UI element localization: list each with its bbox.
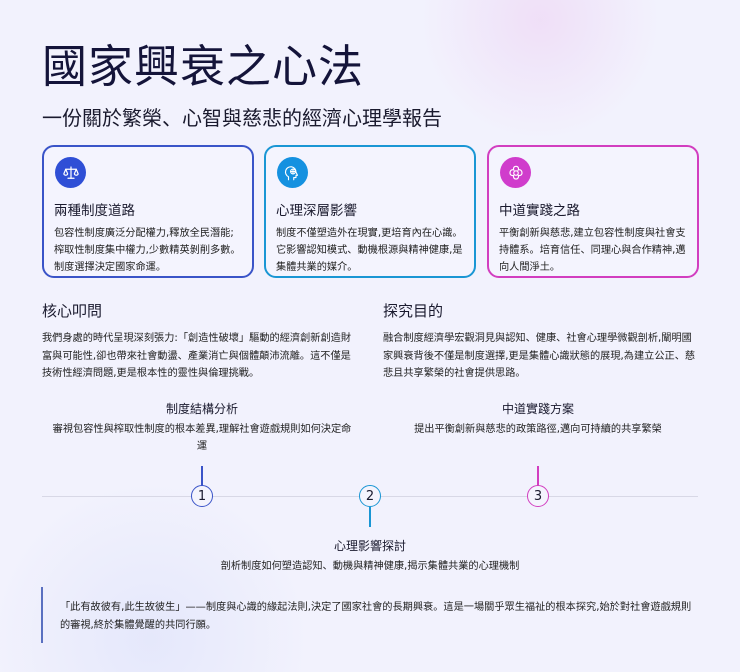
timeline-node-1: 1 — [191, 485, 213, 507]
card-title: 中道實踐之路 — [499, 203, 580, 219]
section-body-purpose: 融合制度經濟學宏觀洞見與認知、健康、社會心理學微觀剖析,闡明國 家興衰背後不僅是… — [383, 330, 713, 383]
flower-icon — [500, 157, 531, 188]
card-line: 持體系。培育信任、同理心與合作精神,邁 — [499, 245, 686, 256]
timeline-stem-3 — [537, 466, 539, 486]
card-institutional-paths: 兩種制度道路 包容性制度廣泛分配權力,釋放全民潛能; 榨取性制度集中權力,少數精… — [42, 145, 254, 278]
page-subtitle: 一份關於繁榮、心智與慈悲的經濟心理學報告 — [42, 106, 442, 130]
timeline-desc-line: 提出平衡創新與慈悲的政策路徑,邁向可持續的共享繁榮 — [414, 424, 662, 435]
timeline-step-2-title: 心理影響探討 — [333, 539, 406, 553]
card-line: 它影響認知模式、動機根源與精神健康,是 — [276, 245, 463, 256]
timeline-stem-1 — [201, 466, 203, 486]
card-title: 心理深層影響 — [276, 203, 357, 219]
page-title: 國家興衰之心法 — [42, 40, 365, 93]
section-line: 家興衰背後不僅是制度選擇,更是集體心識狀態的展現,為建立公正、慈 — [383, 350, 696, 362]
quote-line: 「此有故彼有,此生故彼生」——制度與心識的緣起法則,決定了國家社會的長期興衰。這… — [60, 602, 692, 613]
section-line: 技術性經濟問題,更是根本性的靈性與倫理挑戰。 — [42, 368, 260, 379]
card-body: 平衡創新與慈悲,建立包容性制度與社會支 持體系。培育信任、同理心與合作精神,邁 … — [499, 225, 687, 276]
card-line: 平衡創新與慈悲,建立包容性制度與社會支 — [499, 228, 686, 239]
section-heading-purpose: 探究目的 — [383, 302, 444, 320]
timeline-step-1-title: 制度結構分析 — [165, 402, 238, 416]
section-heading-core: 核心叩問 — [42, 302, 103, 320]
card-line: 制度選擇決定國家命運。 — [54, 262, 167, 273]
section-body-core: 我們身處的時代呈現深刻張力:「創造性破壞」驅動的經濟創新創造財 富與可能性,卻也… — [42, 330, 372, 383]
section-line: 我們身處的時代呈現深刻張力:「創造性破壞」驅動的經濟創新創造財 — [42, 333, 352, 344]
timeline-desc-line: 審視包容性與榨取性制度的根本差異,理解社會遊戲規則如何決定命 — [52, 424, 352, 435]
card-psychological-impact: 心理深層影響 制度不僅塑造外在現實,更培育內在心識。 它影響認知模式、動機根源與… — [264, 145, 476, 278]
closing-quote: 「此有故彼有,此生故彼生」——制度與心識的緣起法則,決定了國家社會的長期興衰。這… — [41, 587, 711, 643]
section-line: 融合制度經濟學宏觀洞見與認知、健康、社會心理學微觀剖析,闡明國 — [383, 333, 692, 344]
timeline-desc-line: 剖析制度如何塑造認知、動機與精神健康,揭示集體共業的心理機制 — [220, 561, 520, 572]
card-line: 榨取性制度集中權力,少數精英剝削多數。 — [54, 245, 241, 256]
card-line: 向人間淨土。 — [499, 262, 561, 273]
card-line: 制度不僅塑造外在現實,更培育內在心識。 — [276, 228, 463, 239]
timeline-stem-2 — [369, 507, 371, 527]
card-line: 集體共業的媒介。 — [276, 262, 358, 273]
brain-head-icon — [277, 157, 308, 188]
section-line: 悲且共享繁榮的社會提供思路。 — [383, 368, 526, 379]
timeline-desc-line: 運 — [196, 441, 208, 452]
scale-icon — [55, 157, 86, 188]
timeline-step-1-desc: 審視包容性與榨取性制度的根本差異,理解社會遊戲規則如何決定命 運 — [42, 421, 362, 455]
card-body: 制度不僅塑造外在現實,更培育內在心識。 它影響認知模式、動機根源與精神健康,是 … — [276, 225, 464, 276]
timeline-step-3-desc: 提出平衡創新與慈悲的政策路徑,邁向可持續的共享繁榮 — [378, 421, 698, 438]
timeline-step-2-desc: 剖析制度如何塑造認知、動機與精神健康,揭示集體共業的心理機制 — [190, 558, 550, 575]
section-line: 富與可能性,卻也帶來社會動盪、產業消亡與個體顛沛流離。這不僅是 — [42, 350, 351, 362]
timeline-node-2: 2 — [359, 485, 381, 507]
quote-line: 的審視,終於集體覺醒的共同行願。 — [60, 619, 217, 631]
timeline-node-3: 3 — [527, 485, 549, 507]
card-body: 包容性制度廣泛分配權力,釋放全民潛能; 榨取性制度集中權力,少數精英剝削多數。 … — [54, 225, 242, 276]
card-middle-way: 中道實踐之路 平衡創新與慈悲,建立包容性制度與社會支 持體系。培育信任、同理心與… — [487, 145, 699, 278]
card-title: 兩種制度道路 — [54, 203, 135, 219]
timeline-step-3-title: 中道實踐方案 — [501, 402, 574, 416]
card-line: 包容性制度廣泛分配權力,釋放全民潛能; — [54, 228, 234, 239]
